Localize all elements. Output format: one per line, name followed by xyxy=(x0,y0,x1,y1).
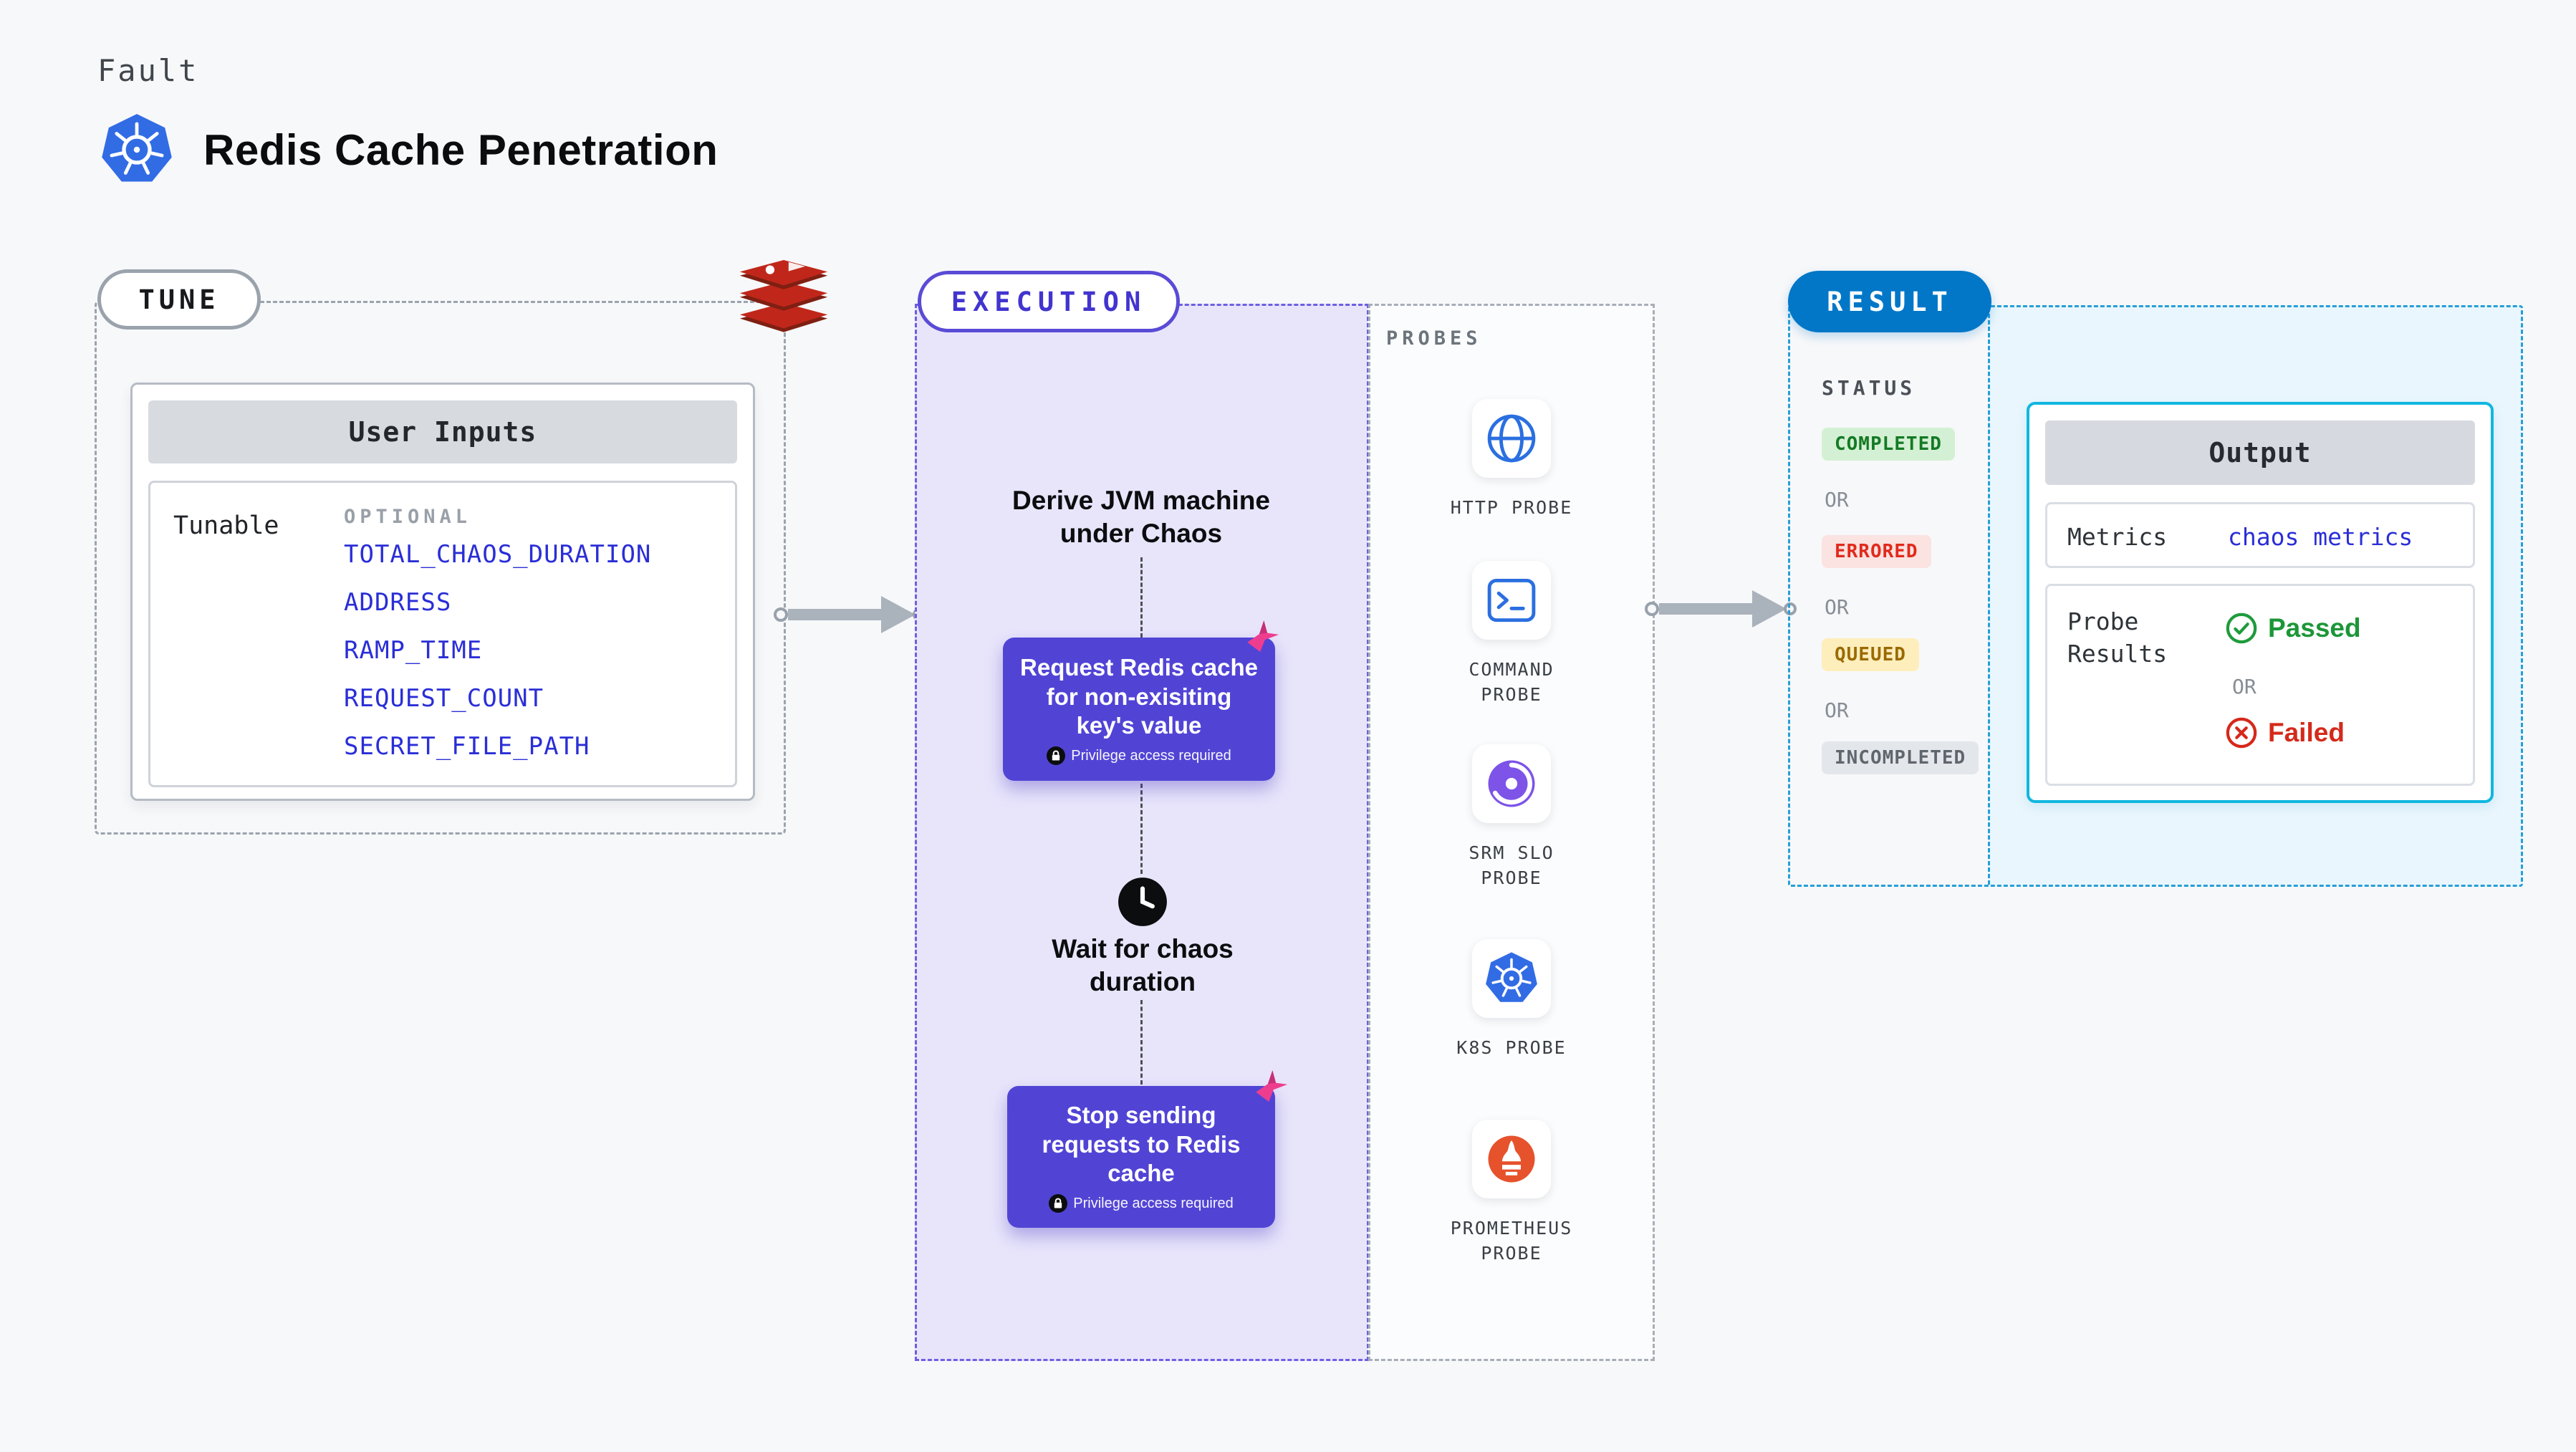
result-section-pill: RESULT xyxy=(1788,271,1991,332)
status-label: STATUS xyxy=(1822,376,1916,400)
probe-label: COMMAND PROBE xyxy=(1469,659,1554,705)
status-badge-queued: QUEUED xyxy=(1822,638,1919,671)
wait-step-text: Wait for chaos duration xyxy=(1052,934,1234,997)
probe-label: K8S PROBE xyxy=(1456,1037,1567,1058)
passed-label: Passed xyxy=(2268,613,2361,643)
env-var-link[interactable]: TOTAL_CHAOS_DURATION xyxy=(344,540,652,569)
privilege-badge: Privilege access required xyxy=(1047,746,1231,766)
status-badge-completed: COMPLETED xyxy=(1822,428,1955,461)
derive-step-text: Derive JVM machine under Chaos xyxy=(1012,486,1270,549)
privilege-badge-text: Privilege access required xyxy=(1071,747,1231,764)
action-request-redis-text: Request Redis cache for non-exisiting ke… xyxy=(1020,653,1258,739)
page-title: Redis Cache Penetration xyxy=(203,125,719,174)
probe-item-prometheus: PROMETHEUS PROBE xyxy=(1370,1120,1653,1266)
status-badge-errored: ERRORED xyxy=(1822,535,1931,568)
flow-arrow-tune-to-execution xyxy=(774,596,926,633)
optional-label: OPTIONAL xyxy=(344,506,472,528)
tunable-label: Tunable xyxy=(173,511,279,540)
srm-slo-icon xyxy=(1472,744,1551,823)
env-var-list: TOTAL_CHAOS_DURATION ADDRESS RAMP_TIME R… xyxy=(344,540,651,780)
page-header: Redis Cache Penetration xyxy=(99,112,718,188)
probes-panel: PROBES HTTP PROBE xyxy=(1368,304,1655,1361)
flow-connector xyxy=(1140,557,1143,638)
clock-icon xyxy=(1118,878,1167,926)
flow-connector xyxy=(1140,1000,1143,1085)
result-section-border: STATUS COMPLETED OR ERRORED OR QUEUED OR… xyxy=(1788,305,2523,887)
terminal-icon xyxy=(1472,561,1551,640)
probe-results-label: Probe Results xyxy=(2067,607,2168,668)
output-header: Output xyxy=(2045,420,2475,485)
probe-results-row: Probe Results Passed OR Failed xyxy=(2045,584,2475,786)
action-request-redis-box: Request Redis cache for non-exisiting ke… xyxy=(1003,638,1275,781)
probe-label: PROMETHEUS PROBE xyxy=(1450,1218,1573,1264)
prometheus-icon xyxy=(1472,1120,1551,1198)
tune-section-pill: TUNE xyxy=(97,269,261,330)
or-label: OR xyxy=(1825,488,1849,511)
tune-section-border xyxy=(95,301,786,835)
user-inputs-header: User Inputs xyxy=(148,400,737,463)
probe-item-srm-slo: SRM SLO PROBE xyxy=(1370,744,1653,890)
env-var-link[interactable]: RAMP_TIME xyxy=(344,636,483,665)
privilege-badge-text: Privilege access required xyxy=(1073,1195,1234,1211)
kubernetes-icon xyxy=(1472,939,1551,1018)
probe-label: HTTP PROBE xyxy=(1450,497,1573,518)
action-stop-requests-box: Stop sending requests to Redis cache Pri… xyxy=(1007,1086,1275,1228)
or-label: OR xyxy=(1825,595,1849,619)
env-var-link[interactable]: SECRET_FILE_PATH xyxy=(344,732,590,761)
or-label: OR xyxy=(2232,675,2257,698)
probe-item-http: HTTP PROBE xyxy=(1370,399,1653,520)
flow-connector xyxy=(1140,784,1143,874)
action-stop-requests-text: Stop sending requests to Redis cache xyxy=(1042,1101,1241,1187)
privilege-badge: Privilege access required xyxy=(1049,1194,1234,1213)
status-badge-incompleted: INCOMPLETED xyxy=(1822,741,1979,774)
probes-title: PROBES xyxy=(1386,327,1482,350)
check-circle-icon xyxy=(2226,612,2257,644)
x-circle-icon xyxy=(2226,717,2257,749)
lock-icon xyxy=(1047,746,1066,766)
env-var-link[interactable]: ADDRESS xyxy=(344,588,452,617)
fault-kind-label: Fault xyxy=(97,53,199,88)
metrics-row: Metrics chaos metrics xyxy=(2045,502,2475,568)
failed-label: Failed xyxy=(2268,718,2345,747)
metrics-label: Metrics xyxy=(2067,523,2168,551)
chaos-metrics-link[interactable]: chaos metrics xyxy=(2228,523,2413,551)
user-inputs-card: User Inputs Tunable OPTIONAL TOTAL_CHAOS… xyxy=(130,383,755,801)
probe-result-failed: Failed xyxy=(2225,716,2345,749)
flow-arrow-execution-to-result xyxy=(1645,590,1797,628)
probe-label: SRM SLO PROBE xyxy=(1469,842,1554,888)
tunable-box: Tunable OPTIONAL TOTAL_CHAOS_DURATION AD… xyxy=(148,481,737,787)
execution-section-pill: EXECUTION xyxy=(918,271,1180,332)
probe-result-passed: Passed xyxy=(2225,612,2361,645)
or-label: OR xyxy=(1825,698,1849,722)
redis-icon xyxy=(739,260,828,332)
env-var-link[interactable]: REQUEST_COUNT xyxy=(344,684,544,713)
kubernetes-icon xyxy=(102,114,172,182)
globe-icon xyxy=(1472,399,1551,478)
output-card: Output Metrics chaos metrics Probe Resul… xyxy=(2027,402,2494,803)
litmus-bird-icon xyxy=(1256,1070,1288,1102)
lock-icon xyxy=(1049,1194,1068,1213)
probe-item-k8s: K8S PROBE xyxy=(1370,939,1653,1060)
litmus-bird-icon xyxy=(1247,620,1279,652)
probe-item-command: COMMAND PROBE xyxy=(1370,561,1653,707)
